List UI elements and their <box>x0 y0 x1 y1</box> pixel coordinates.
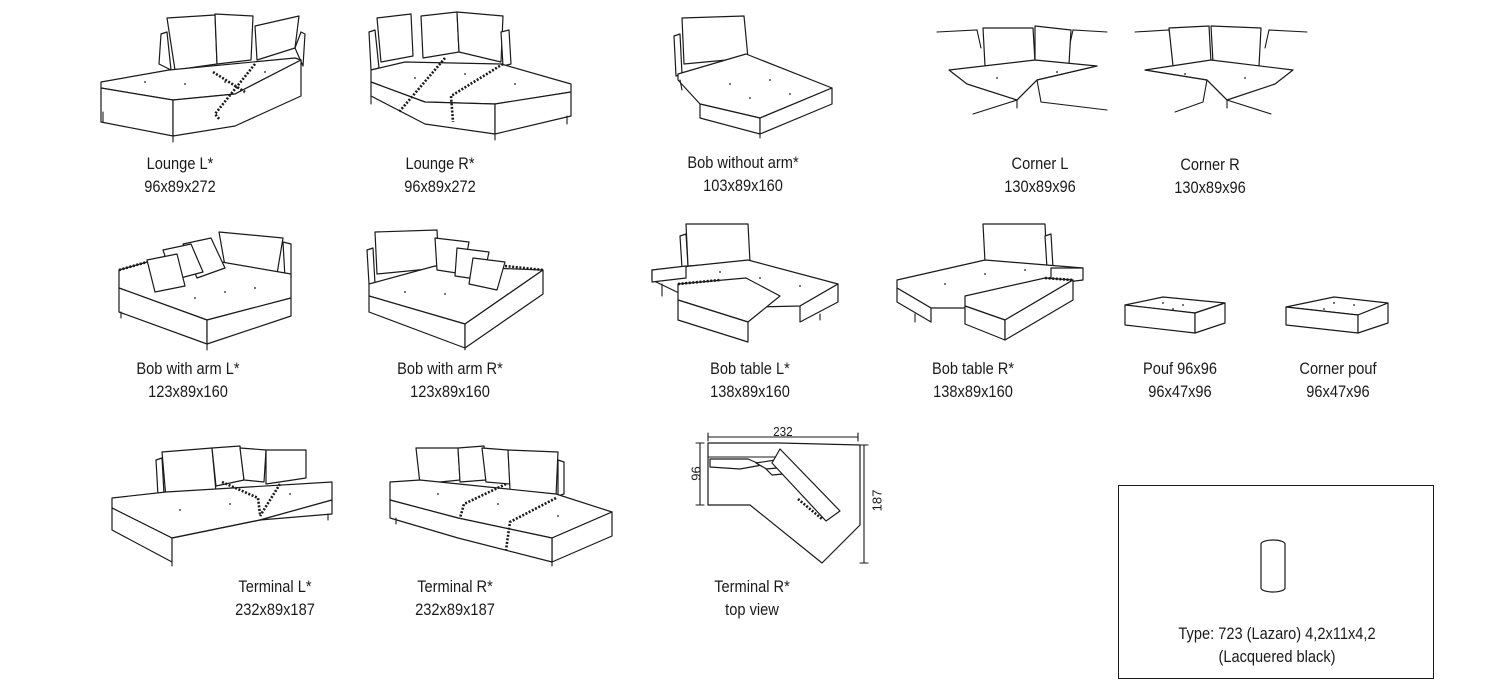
module-bob-table-r <box>895 222 1087 346</box>
module-name: Bob table R* <box>931 359 1015 378</box>
module-lounge-l <box>95 12 310 143</box>
caption-pouf: Pouf 96x96 96x47x96 <box>1111 357 1249 403</box>
terminal-r-drawing <box>389 445 613 567</box>
module-name: Corner R <box>1180 155 1240 174</box>
module-name: Pouf 96x96 <box>1143 359 1217 378</box>
module-bob-arm-l <box>115 228 300 351</box>
caption-bob-arm-l: Bob with arm L* 123x89x160 <box>119 357 257 403</box>
lounge-r-drawing <box>368 11 572 141</box>
module-name: Terminal R* <box>417 577 493 596</box>
top-view-depth-left-label: 96 <box>688 466 704 481</box>
module-name: Bob with arm L* <box>136 359 240 378</box>
module-name: Terminal R* <box>714 577 790 596</box>
top-view-width-label: 232 <box>773 424 793 439</box>
caption-corner-l: Corner L 130x89x96 <box>971 152 1109 198</box>
foot-caption: Type: 723 (Lazaro) 4,2x11x4,2 (Lacquered… <box>1141 622 1413 668</box>
module-dims: 103x89x160 <box>703 176 783 195</box>
corner-l-drawing <box>936 25 1108 115</box>
module-lounge-r <box>365 11 575 142</box>
module-dims: 130x89x96 <box>1004 177 1076 196</box>
module-name: Terminal L* <box>238 577 312 596</box>
module-dims: 96x47x96 <box>1148 382 1212 401</box>
bob-table-r-drawing <box>896 223 1084 341</box>
module-dims: 123x89x160 <box>410 382 490 401</box>
bob-no-arm-drawing <box>673 15 833 139</box>
module-bob-arm-r <box>365 228 550 351</box>
module-dims: 232x89x187 <box>235 600 315 619</box>
module-dims: 96x47x96 <box>1306 382 1370 401</box>
corner-r-drawing <box>1134 25 1308 115</box>
module-name: Corner pouf <box>1299 359 1377 378</box>
foot-cylinder-icon <box>1260 539 1286 593</box>
caption-terminal-r: Terminal R* 232x89x187 <box>386 575 524 621</box>
terminal-l-drawing <box>111 445 333 567</box>
module-bob-table-l <box>650 222 842 346</box>
caption-bob-table-r: Bob table R* 138x89x160 <box>904 357 1042 403</box>
lounge-l-drawing <box>100 13 306 143</box>
module-name: Bob without arm* <box>687 153 799 172</box>
caption-bob-table-l: Bob table L* 138x89x160 <box>681 357 819 403</box>
module-name: Corner L <box>1011 154 1069 173</box>
caption-bob-arm-r: Bob with arm R* 123x89x160 <box>381 357 519 403</box>
module-name: Bob table L* <box>710 359 790 378</box>
module-corner-r <box>1134 22 1310 115</box>
module-terminal-r <box>388 442 616 568</box>
module-dims: 138x89x160 <box>710 382 790 401</box>
module-dims: 96x89x272 <box>404 177 476 196</box>
foot-finish: (Lacquered black) <box>1218 647 1336 666</box>
caption-corner-pouf: Corner pouf 96x47x96 <box>1269 357 1407 403</box>
caption-lounge-r: Lounge R* 96x89x272 <box>371 152 509 198</box>
top-view-depth-right-label: 187 <box>869 489 885 512</box>
caption-bob-no-arm: Bob without arm* 103x89x160 <box>674 151 812 197</box>
module-corner-l <box>936 22 1112 115</box>
module-pouf <box>1123 295 1228 337</box>
corner-pouf-drawing <box>1285 296 1389 334</box>
bob-table-l-drawing <box>651 223 839 343</box>
caption-lounge-l: Lounge L* 96x89x272 <box>111 152 249 198</box>
foot-info-box: Type: 723 (Lazaro) 4,2x11x4,2 (Lacquered… <box>1118 485 1434 679</box>
caption-terminal-top: Terminal R* top view <box>683 575 821 621</box>
module-bob-no-arm <box>670 14 840 139</box>
top-view-drawing <box>695 432 869 564</box>
bob-arm-r-drawing <box>366 229 544 351</box>
module-terminal-top-view <box>690 425 890 570</box>
module-terminal-l <box>110 442 338 568</box>
module-name: Lounge R* <box>405 154 475 173</box>
bob-arm-l-drawing <box>118 231 292 351</box>
module-dims: 130x89x96 <box>1174 178 1246 197</box>
module-dims: 96x89x272 <box>144 177 216 196</box>
module-dims: top view <box>725 600 779 619</box>
module-dims: 232x89x187 <box>415 600 495 619</box>
module-name: Lounge L* <box>146 154 214 173</box>
caption-terminal-l: Terminal L* 232x89x187 <box>206 575 344 621</box>
module-dims: 123x89x160 <box>148 382 228 401</box>
foot-type: Type: 723 (Lazaro) 4,2x11x4,2 <box>1178 624 1376 643</box>
module-corner-pouf <box>1284 295 1392 337</box>
module-dims: 138x89x160 <box>933 382 1013 401</box>
caption-corner-r: Corner R 130x89x96 <box>1141 153 1279 199</box>
pouf-drawing <box>1124 296 1226 334</box>
module-name: Bob with arm R* <box>397 359 503 378</box>
